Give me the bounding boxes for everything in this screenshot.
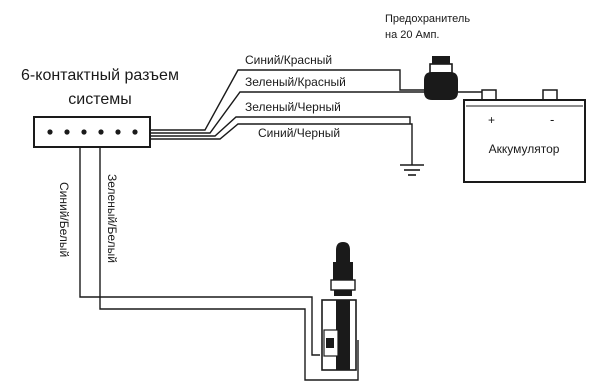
battery-negative-terminal: [542, 89, 558, 101]
wire-green-red: [150, 91, 425, 134]
wire-green-white: [99, 147, 359, 381]
connector-pin: [81, 129, 87, 135]
battery-positive-terminal: [481, 89, 497, 101]
battery-minus-sign: -: [550, 112, 554, 127]
wire-blue-red: [150, 69, 425, 131]
connector-pin: [47, 129, 53, 135]
fuse-label-line1: Предохранитель: [385, 13, 470, 25]
label-blue-black: Синий/Черный: [258, 126, 340, 140]
fuse-icon: [424, 56, 458, 100]
label-blue-white: Синий/Белый: [57, 182, 71, 257]
label-blue-red: Синий/Красный: [245, 53, 332, 67]
wire-green-black: [150, 116, 411, 137]
wire-blue-white: [79, 147, 320, 356]
connector-title-line1: 6-контактный разъем: [21, 67, 179, 84]
fuse-label-line2: на 20 Амп.: [385, 29, 439, 41]
connector-pin: [132, 129, 138, 135]
battery-label: Аккумулятор: [489, 142, 560, 156]
connector-pin: [64, 129, 70, 135]
label-green-red: Зеленый/Красный: [245, 75, 346, 89]
connector-pin: [115, 129, 121, 135]
battery: [463, 89, 586, 183]
wire-blue-black: [150, 123, 413, 165]
connector-pin: [98, 129, 104, 135]
battery-plus-sign: +: [488, 113, 495, 127]
ground-icon: [400, 164, 424, 176]
label-green-black: Зеленый/Черный: [245, 100, 341, 114]
switch-plug-icon: [321, 242, 357, 371]
connector-title-line2: системы: [68, 91, 131, 108]
six-pin-connector: [33, 116, 151, 148]
label-green-white: Зеленый/Белый: [105, 174, 119, 263]
